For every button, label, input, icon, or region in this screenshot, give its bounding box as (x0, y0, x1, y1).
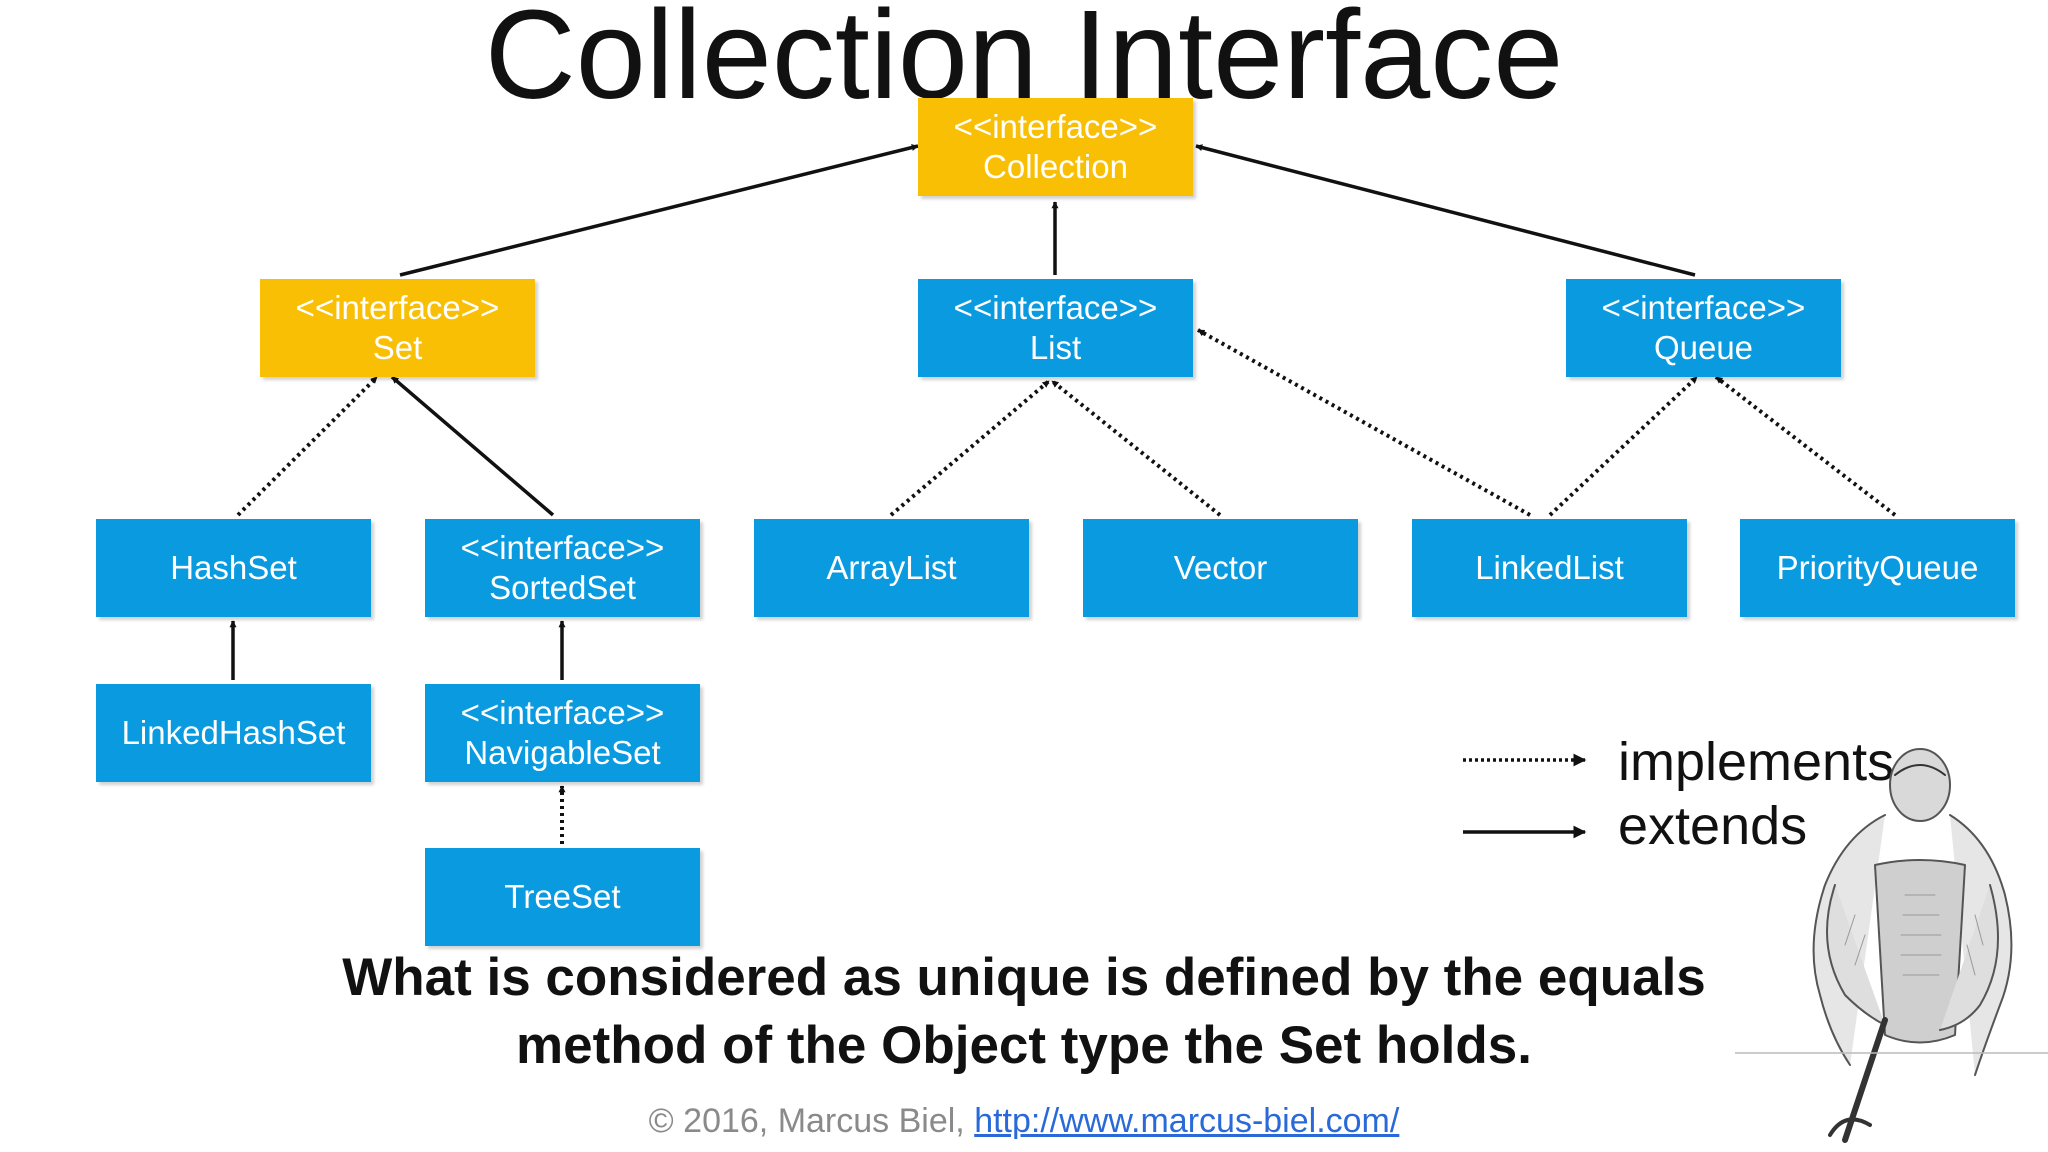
edge-linkedlist-implements-queue (1548, 375, 1699, 517)
node-navigableset: <<interface>> NavigableSet (425, 684, 700, 782)
node-set: <<interface>> Set (260, 279, 535, 377)
node-collection-stereotype: <<interface>> (953, 108, 1158, 146)
node-priorityqueue: PriorityQueue (1740, 519, 2015, 617)
edge-linkedlist-implements-list (1197, 328, 1531, 517)
page-title: Collection Interface (484, 0, 1564, 125)
footnote-line1: What is considered as unique is defined … (342, 948, 1706, 1007)
node-linkedlist-name: LinkedList (1475, 549, 1624, 587)
copyright-link[interactable]: http://www.marcus-biel.com/ (974, 1102, 1400, 1140)
footnote: What is considered as unique is defined … (0, 944, 2048, 1080)
node-navigableset-stereotype: <<interface>> (460, 694, 665, 732)
node-navigableset-name: NavigableSet (464, 734, 661, 771)
node-collection-name: Collection (983, 148, 1128, 185)
edge-queue-extends-collection (1195, 144, 1696, 277)
node-hashset: HashSet (96, 519, 371, 617)
node-hashset-name: HashSet (170, 549, 297, 587)
node-vector: Vector (1083, 519, 1358, 617)
node-queue-stereotype: <<interface>> (1601, 289, 1806, 327)
footnote-line2: method of the Object type the Set holds. (516, 1016, 1532, 1075)
node-queue-name: Queue (1653, 329, 1754, 366)
copyright: © 2016, Marcus Biel, http://www.marcus-b… (0, 1102, 2048, 1141)
node-treeset: TreeSet (425, 848, 700, 946)
node-collection: <<interface>> Collection (918, 98, 1193, 196)
legend-extends-label: extends (1618, 796, 1808, 856)
node-sortedset-name: SortedSet (489, 569, 636, 606)
node-linkedhashset-name: LinkedHashSet (121, 714, 346, 752)
node-list-name: List (1029, 329, 1082, 366)
node-queue: <<interface>> Queue (1566, 279, 1841, 377)
node-sortedset: <<interface>> SortedSet (425, 519, 700, 617)
edge-hashset-implements-set (236, 375, 379, 517)
edge-set-extends-collection (399, 144, 919, 277)
node-arraylist-name: ArrayList (826, 549, 957, 587)
edge-arraylist-implements-list (889, 379, 1051, 517)
node-sortedset-stereotype: <<interface>> (460, 529, 665, 567)
node-linkedlist: LinkedList (1412, 519, 1687, 617)
node-arraylist: ArrayList (754, 519, 1029, 617)
node-set-stereotype: <<interface>> (295, 289, 500, 327)
node-list: <<interface>> List (918, 279, 1193, 377)
node-set-name: Set (372, 329, 423, 366)
craftsman-illustration (1735, 748, 2048, 1143)
edge-sortedset-extends-set (390, 375, 555, 517)
copyright-text: © 2016, Marcus Biel, (648, 1102, 975, 1140)
node-list-stereotype: <<interface>> (953, 289, 1158, 327)
node-vector-name: Vector (1173, 549, 1268, 587)
node-treeset-name: TreeSet (504, 878, 621, 916)
legend-implements-label: implements (1618, 732, 1895, 792)
node-priorityqueue-name: PriorityQueue (1776, 549, 1979, 587)
edge-priorityqueue-implements-queue (1714, 375, 1897, 517)
node-linkedhashset: LinkedHashSet (96, 684, 371, 782)
edge-vector-implements-list (1050, 379, 1222, 517)
